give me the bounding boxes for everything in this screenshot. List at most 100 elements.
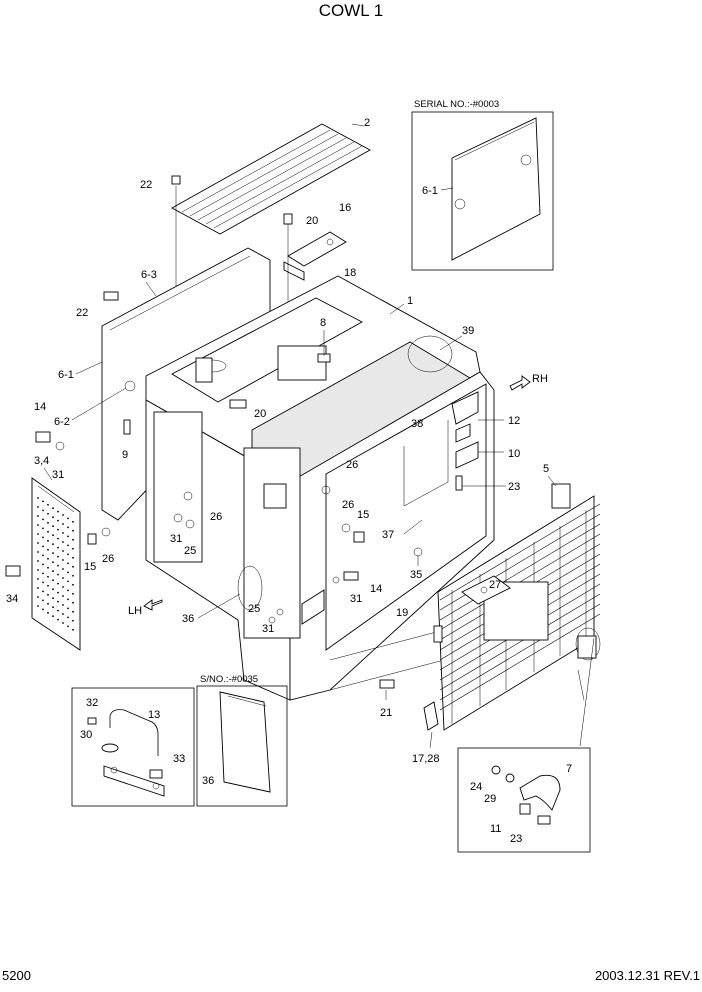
callout-13: 13 <box>148 709 160 721</box>
perforation-dot <box>37 587 39 589</box>
perforation-dot <box>42 581 44 584</box>
perforation-dot <box>57 618 59 621</box>
callout-34: 34 <box>6 593 18 605</box>
perforation-dot <box>67 571 69 574</box>
callout-22-top: 22 <box>140 179 152 191</box>
perforation-dot <box>37 569 39 571</box>
perforation-dot <box>62 586 64 588</box>
perforation-dot <box>67 517 69 520</box>
callout-20-mid: 20 <box>254 408 266 420</box>
perforation-dot <box>62 622 64 624</box>
perforation-dot <box>72 556 74 559</box>
guard-slat <box>439 503 601 601</box>
callout-31-center: 31 <box>170 533 182 545</box>
perforation-dot <box>57 582 59 585</box>
perforation-dot <box>62 559 64 561</box>
callout-6-2: 6-2 <box>54 416 70 428</box>
callout-24: 24 <box>470 781 482 793</box>
perforation-dot <box>37 524 39 526</box>
callout-25-bottom: 25 <box>248 603 260 615</box>
parts-21-17-28: 21 17,28 <box>379 679 440 765</box>
perforation-dot <box>37 578 39 580</box>
callout-15-left: 15 <box>84 561 96 573</box>
callout-21: 21 <box>380 707 392 719</box>
perforation-dot <box>67 616 69 619</box>
perforation-dot <box>67 598 69 601</box>
perforation-dot <box>52 507 54 510</box>
perforation-dot <box>52 588 54 591</box>
perforation-dot <box>37 551 39 553</box>
perforation-dot <box>37 506 39 508</box>
perforation-dot <box>72 601 74 604</box>
perforation-dot <box>42 509 44 512</box>
perforation-dot <box>47 503 49 506</box>
perforation-dot <box>37 605 39 607</box>
callout-12: 12 <box>508 415 520 427</box>
callout-31-left: 31 <box>52 469 64 481</box>
perforation-dot <box>72 610 74 613</box>
perforation-dot <box>47 539 49 542</box>
callout-17-28: 17,28 <box>412 753 440 765</box>
perforation-dot <box>62 514 64 516</box>
callout-31-bottom: 31 <box>262 623 274 635</box>
callout-35: 35 <box>410 569 422 581</box>
perforation-dot <box>57 510 59 513</box>
perforation-dot <box>57 609 59 612</box>
callout-37: 37 <box>382 529 394 541</box>
part-5-guard: 27 5 19 <box>396 463 601 731</box>
perforation-dot <box>72 538 74 541</box>
perforation-dot <box>72 520 74 523</box>
callout-2: 2 <box>364 117 370 129</box>
callout-26-front: 26 <box>342 499 354 511</box>
callout-30: 30 <box>80 729 92 741</box>
perforation-dot <box>62 613 64 615</box>
perforation-dot <box>47 521 49 524</box>
perforation-dot <box>52 597 54 600</box>
perforation-dot <box>42 545 44 548</box>
perforation-dot <box>57 537 59 540</box>
perforation-dot <box>67 544 69 547</box>
perforation-dot <box>47 566 49 569</box>
perforation-dot <box>72 628 74 631</box>
perforation-dot <box>67 589 69 592</box>
perforation-dot <box>52 579 54 582</box>
perforation-dot <box>52 525 54 528</box>
perforation-dot <box>47 548 49 551</box>
perforation-dot <box>47 530 49 533</box>
callout-23-main: 23 <box>508 481 520 493</box>
lh-direction-arrow: LH <box>128 599 163 617</box>
perforation-dot <box>42 554 44 557</box>
perforation-dot <box>62 577 64 579</box>
callout-8: 8 <box>320 317 326 329</box>
callout-22-side: 22 <box>76 307 88 319</box>
perforation-dot <box>42 563 44 566</box>
perforation-dot <box>67 607 69 610</box>
part-1-main-cowl: 1 8 39 38 37 35 <box>145 275 495 701</box>
callout-39: 39 <box>462 325 474 337</box>
guard-slat <box>439 603 601 701</box>
callout-26-right: 26 <box>346 459 358 471</box>
perforation-dot <box>62 568 64 570</box>
perforation-dot <box>62 532 64 534</box>
callout-14-left: 14 <box>34 401 46 413</box>
perforation-dot <box>42 527 44 530</box>
perforation-dot <box>52 543 54 546</box>
perforation-dot <box>72 565 74 568</box>
serial-label-top: SERIAL NO.:-#0003 <box>414 99 499 110</box>
inset-s-no: S/NO.:-#0035 36 <box>196 674 288 807</box>
perforation-dot <box>62 604 64 606</box>
part-3-4-perforated-panel: 3,4 31 14 34 15 26 <box>5 401 114 651</box>
callout-25-center: 25 <box>184 545 196 557</box>
perforation-dot <box>37 560 39 562</box>
perforation-dot <box>52 552 54 555</box>
callout-5: 5 <box>543 463 549 475</box>
perforation-dot <box>52 534 54 537</box>
perforation-dot <box>57 555 59 558</box>
perforation-dot <box>47 575 49 578</box>
inset-handle: 32 30 13 33 <box>71 687 195 807</box>
perforation-dot <box>47 557 49 560</box>
perforation-dot <box>52 561 54 564</box>
perforation-dot <box>72 574 74 577</box>
perforation-dot <box>57 528 59 531</box>
guard-slat <box>439 613 601 711</box>
